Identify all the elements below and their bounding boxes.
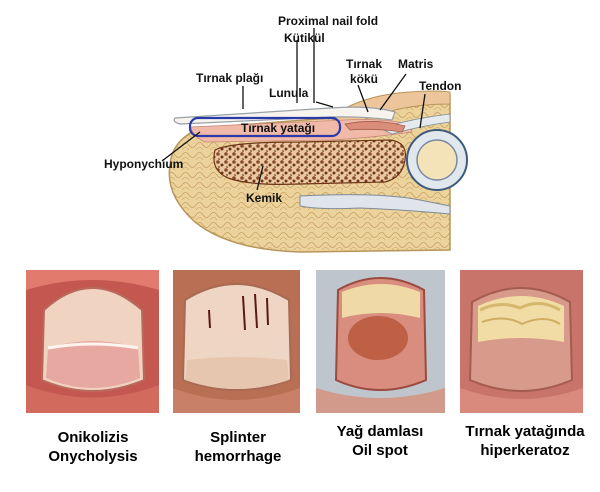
label-kemik: Kemik [246,191,283,205]
caption-hyperkeratosis: Tırnak yatağında hiperkeratoz [452,422,598,460]
tendon-band [299,194,451,215]
label-lunula: Lunula [269,86,309,100]
caption-oil-spot: Yağ damlası Oil spot [323,422,437,460]
label-kutikul: Kütikül [284,31,325,45]
photo-oil-spot [316,270,445,413]
caption-onycholysis-line2: Onycholysis [48,448,138,465]
caption-onycholysis-line1: Onikolizis [57,429,129,446]
caption-onycholysis: Onikolizis Onycholysis [38,428,148,466]
joint-cartilage [416,139,458,181]
caption-splinter-line1: Splinter [210,429,266,446]
nail-matrix [344,121,406,133]
label-hyponychium: Hyponychium [104,157,184,171]
label-tendon: Tendon [419,79,462,93]
label-proximal-nail-fold: Proximal nail fold [278,14,379,28]
photo-subungual-hyperkeratosis [460,270,583,413]
photo-splinter-hemorrhage [173,270,300,413]
caption-splinter-hemorrhage: Splinter hemorrhage [183,428,293,466]
nail-bed-outline [188,116,342,138]
photo-onycholysis [26,270,159,413]
label-tirnak-koku-1: Tırnak [346,57,383,71]
label-tirnak-yatagi: Tırnak yatağı [241,121,316,135]
label-matris: Matris [398,57,434,71]
bone-phalanx [213,139,407,185]
caption-oil-spot-line2: Oil spot [352,442,408,459]
label-tirnak-plagi: Tırnak plağı [196,71,264,85]
nail-anatomy-diagram [161,28,468,253]
caption-hyperkeratosis-line1: Tırnak yatağında [465,423,585,440]
caption-splinter-line2: hemorrhage [194,448,282,465]
caption-hyperkeratosis-line2: hiperkeratoz [480,442,570,459]
nail-plate [173,106,396,125]
caption-oil-spot-line1: Yağ damlası [336,423,424,440]
label-tirnak-koku-2: kökü [350,72,379,86]
